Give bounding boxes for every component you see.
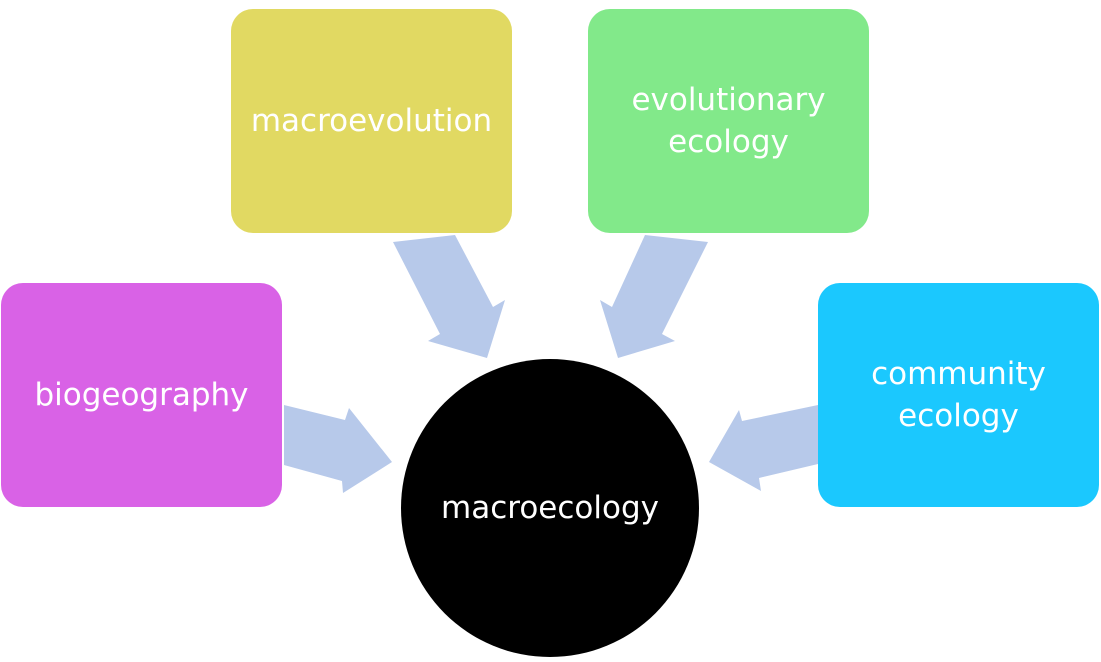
node-biogeography: biogeography [1, 283, 282, 507]
arrow-evolutionary-ecology-to-macroecology [600, 235, 708, 358]
node-macroevolution: macroevolution [231, 9, 512, 233]
node-biogeography-label: biogeography [34, 377, 249, 413]
node-community-ecology: community ecology [818, 283, 1099, 507]
node-macroevolution-label: macroevolution [250, 103, 493, 139]
arrow-biogeography-to-macroecology [284, 405, 392, 493]
arrow-community-ecology-to-macroecology [709, 405, 818, 491]
node-community-ecology-label: community ecology [871, 356, 1046, 434]
node-macroecology: macroecology [401, 359, 699, 657]
node-macroecology-label: macroecology [441, 490, 659, 526]
node-evolutionary-ecology: evolutionary ecology [588, 9, 869, 233]
arrow-macroevolution-to-macroecology [393, 235, 505, 358]
node-evolutionary-ecology-label: evolutionary ecology [631, 82, 826, 160]
